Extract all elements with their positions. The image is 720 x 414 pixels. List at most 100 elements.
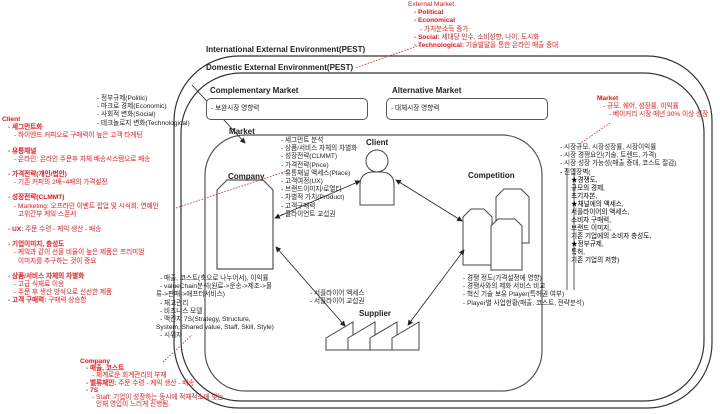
complementary-market-title: Complementary Market <box>210 86 299 95</box>
competition-shape <box>462 188 530 271</box>
client-factor: - 성장전략(CLMMT) <box>281 153 338 161</box>
client-factor: - 유통채널 액세스(Place) <box>281 169 351 177</box>
client-note-head: - 성장전략(CLMMT) <box>8 194 65 202</box>
client-note-head: - 고객 구매력: <box>8 297 47 305</box>
company-note: Company - 매출, 코스트 - 체계로운 회계관리의 부재 - 벨류체인… <box>80 358 224 408</box>
external-market-title: External Market <box>408 1 455 8</box>
client-note-line: 구매력 상승함 <box>46 297 87 305</box>
company-note-head: - 매출, 코스트 <box>86 365 125 373</box>
company-factor: - valueChain분석(원료->운송->제조->물 <box>160 283 272 291</box>
client-note: Client - 세그먼트화 - 하이엔드 커피으로 구매력이 높은 고객 타게… <box>2 116 159 306</box>
market-note-title: Market <box>597 95 619 102</box>
entry-barrier: 규모의 경제, <box>571 184 605 192</box>
domestic-environment-box <box>180 72 705 402</box>
client-note-head: - 유통채널 <box>8 147 37 155</box>
alternative-market-text: - 대체시장 영향력 <box>391 105 440 112</box>
competition-factor: - 경쟁 정도(가격설정에 영향) <box>463 275 542 282</box>
client-note-head: - 기업이미지, 충성도 <box>8 241 65 249</box>
client-note-line: 주문 수령 - 케익 생산 - 배송 <box>23 226 102 234</box>
company-factor: - 맥킨지 7S(Strategy, Structure, <box>160 316 251 324</box>
market-note: Market - 규모, 쉐어, 성장률, 이익률 - 베이커리 시장 매년 3… <box>597 95 708 120</box>
client-factor: - 클라이언트 교섭권 <box>281 210 336 218</box>
client-note-head: - 가격전략(개인/법인) <box>8 171 67 179</box>
client-factor: - 고객구매력 <box>281 202 316 210</box>
economical-label: - Economical <box>414 17 456 25</box>
entry-barrier: 초기자본, <box>571 192 598 200</box>
company-factor: - 시위자 <box>160 332 183 340</box>
client-note-line: - 고급 식재료 이용 <box>14 281 65 289</box>
technological-detail: 기술발달을 통한 온라인 매출 증대 <box>464 42 559 50</box>
supplier-factors-list: - 서플라이어 액세스 - 서플라이어 교섭권 <box>310 290 364 306</box>
client-note-line: - 하이엔드 커피으로 구매력이 높은 고객 타게팅 <box>14 132 143 140</box>
domestic-environment-title: Domestic External Environment(PEST) <box>206 63 354 72</box>
competition-label: Competition <box>468 171 515 180</box>
company-factor: - 재고관리 <box>160 299 189 307</box>
pest-item: - 정부규제(Politic) <box>97 95 148 102</box>
client-factor: - 차별적 가치(Product) <box>281 194 345 202</box>
company-note-line: 인재 영입이 느리게 진행됨. <box>96 401 171 409</box>
market-metric: - 시장 경쟁요인(기술, 트렌드, 가격) <box>560 152 657 160</box>
alternative-market-title: Alternative Market <box>392 86 462 95</box>
competition-factor: - 혁신 기술 보유 Player(특허권 여부) <box>463 291 565 299</box>
external-market-note: External Market - Political - Economical… <box>408 1 558 50</box>
client-factor: - 가격전략(Price) <box>281 161 329 169</box>
entry-barrier: 기존 기업에의 소비자 충성도, <box>571 232 652 240</box>
competition-factor: - 경쟁사와의 제화 서비스 비교 <box>463 283 546 291</box>
company-factors-list: - 매출, 코스트(축으로 나누어서), 이익률 - valueChain분석(… <box>156 275 274 341</box>
company-shape <box>216 179 274 270</box>
alternative-market-box: - 대체시장 영향력 <box>386 98 548 120</box>
technological-label: - Technological: <box>414 42 465 50</box>
pest-list: - 정부규제(Politic) - 마크로 경제(Economic) - 사회적… <box>97 95 190 128</box>
international-environment-title: International External Environment(PEST) <box>206 45 366 54</box>
client-note-head: - UX: <box>8 226 24 234</box>
company-client-arrow <box>274 180 361 219</box>
client-factor: - 고객여정(UX) <box>281 178 323 186</box>
market-metric: - 시장규모, 시장성장률, 시장이익률 <box>560 144 657 151</box>
client-factors-list: - 세그먼트 분석 - 상품/서비스 자체의 차별화 - 성장전략(CLMMT)… <box>281 137 357 219</box>
political-label: - Political <box>414 9 444 17</box>
company-factor: 류->판매->애프터서비스) <box>156 291 225 299</box>
company-note-line: 주문 수령 - 케익 생산 - 배송 <box>116 379 195 387</box>
entry-barrier: ★정부규제, <box>571 240 604 248</box>
connector-company <box>162 334 193 363</box>
client-note-line: 고위간부 케잌 스폰서 <box>18 210 77 218</box>
client-note-line: - 온라인: 온라인 주문후 자체 배송시스템으로 배송 <box>14 155 151 163</box>
company-note-line: - Staff: 기업이 성장하는 동시에 적재적소에 맞는 <box>92 394 224 402</box>
client-competition-arrow <box>395 179 463 222</box>
company-note-line: - 체계로운 회계관리의 부재 <box>92 372 167 380</box>
market-metrics-list: - 시장규모, 시장성장률, 시장이익률 - 시장 경쟁요인(기술, 트렌드, … <box>560 144 676 265</box>
company-factor: - 매출, 코스트(축으로 나누어서), 이익률 <box>160 275 269 282</box>
connector-market <box>577 122 611 146</box>
pest-item: - 마크로 경제(Economic) <box>97 103 167 111</box>
supplier-competition-arrow <box>407 249 465 326</box>
supplier-label: Supplier <box>359 309 392 318</box>
market-box <box>204 134 543 392</box>
economical-detail: - 가처분소득 증가 <box>420 25 469 33</box>
company-supplier-arrow <box>275 246 346 327</box>
competition-factor: - Player별 사업현황(매출, 코스트, 전략분석) <box>463 299 585 307</box>
client-factor: - 상품/서비스 자체의 차별화 <box>281 145 358 153</box>
client-note-head: - 상품/서비스 자체의 차별화 <box>8 272 85 280</box>
company-label: Company <box>228 172 265 181</box>
international-environment-box <box>173 55 713 409</box>
entry-barrier: 기존 기업의 저항) <box>571 256 620 264</box>
complementary-market-box: - 보완시장 영향력 <box>206 98 368 120</box>
client-person-icon <box>359 149 395 206</box>
competition-factors-list: - 경쟁 정도(가격설정에 영향) - 경쟁사와의 제화 서비스 비교 - 혁신… <box>463 275 584 308</box>
entry-barrier: 브랜드 이미지, <box>571 224 612 232</box>
company-factor: System, Shared value, Staff, Skill, Styl… <box>156 324 274 332</box>
client-note-line: 이미지를 추구하는 것이 중요 <box>18 257 97 265</box>
company-factor: - 비즈니스 모델 <box>160 307 203 315</box>
client-note-title: Client <box>2 116 21 123</box>
market-note-item: - 베이커리 시장 매년 30% 이상 성장 <box>609 111 709 119</box>
supplier-factory-icon <box>325 321 420 351</box>
client-label: Client <box>366 138 389 147</box>
client-note-line: - 케잌과 같이 선물 비율이 높은 제품은 프리미엄 <box>14 249 145 257</box>
pest-item: - 테크놀로지 변화(Technological) <box>97 119 190 127</box>
entry-barrier: ★채널에의 액세스, <box>571 200 624 208</box>
entry-barrier: 특허, <box>571 248 585 256</box>
market-title: Market <box>229 127 255 136</box>
company-note-head: - 벨류체인: <box>86 379 117 387</box>
client-factor: - 브랜드이미지/로열티 <box>281 186 342 194</box>
